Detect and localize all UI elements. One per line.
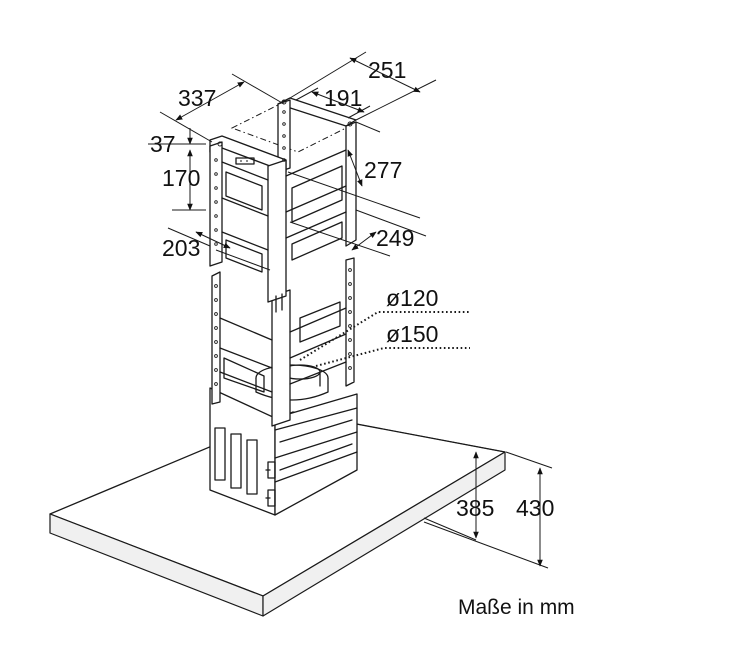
vent-slots: [214, 427, 258, 495]
frame-center-post: [271, 289, 291, 427]
dim-label-337: 337: [178, 85, 216, 111]
units-caption: Maße in mm: [458, 596, 575, 619]
frame-lower-section: [211, 257, 355, 427]
canopy-side-edge: [262, 451, 506, 617]
dim-label-170: 170: [162, 165, 200, 191]
dimension-lines: [148, 51, 553, 569]
ceiling-outline: [230, 99, 356, 153]
dim-label-251: 251: [368, 57, 406, 83]
dim-label-385: 385: [456, 495, 494, 521]
fan-unit: [255, 364, 329, 401]
frame-left-post: [211, 271, 221, 405]
dim-label-249: 249: [376, 225, 414, 251]
dim-label-430: 430: [516, 495, 554, 521]
dim-label-37: 37: [150, 131, 176, 157]
dim-label-203: 203: [162, 235, 200, 261]
frame-right-post: [345, 257, 355, 387]
chimney-lower-duct: [209, 387, 358, 516]
dim-label-277: 277: [364, 157, 402, 183]
dim-label-191: 191: [324, 85, 362, 111]
dim-label-diameter-150: ø150: [386, 321, 438, 347]
frame-upper-section: [209, 97, 357, 313]
dim-label-diameter-120: ø120: [386, 285, 438, 311]
